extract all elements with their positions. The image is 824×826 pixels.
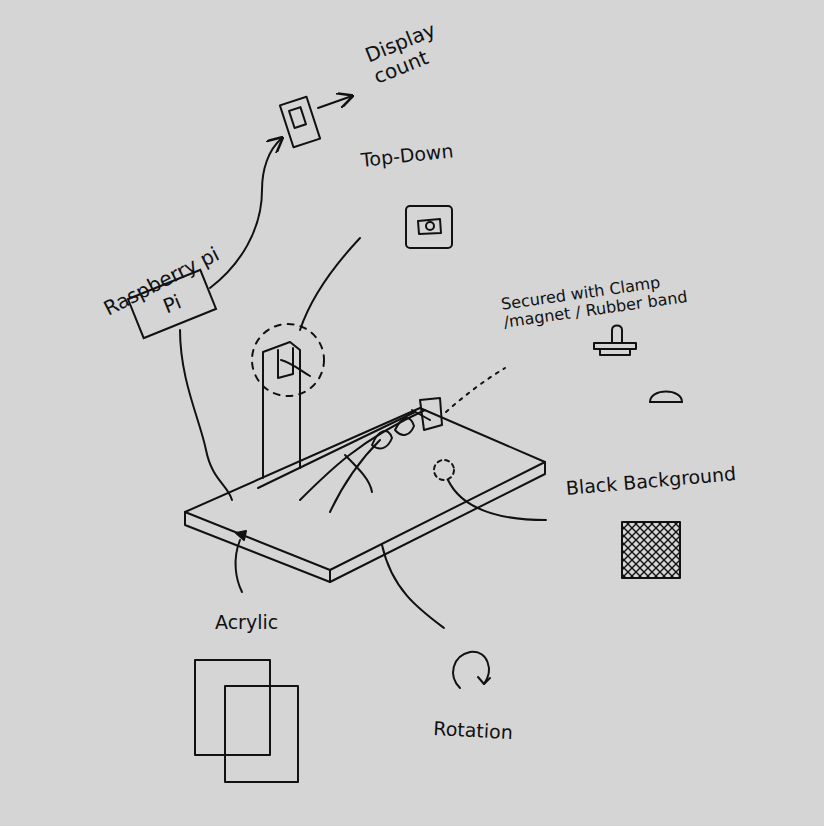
- node-label: Pi: [160, 290, 185, 319]
- wire: [210, 138, 282, 288]
- annotation-label: Rotation: [433, 718, 564, 747]
- display-arrow: [318, 96, 352, 108]
- leader-line: [382, 545, 444, 628]
- clamp-icon: [594, 326, 636, 356]
- plant-specimen: [258, 398, 442, 512]
- rotation-icon: [453, 652, 490, 688]
- leader-line: [448, 480, 546, 520]
- leader-line: [300, 238, 360, 330]
- annotation-label: Display count: [362, 12, 465, 89]
- leader-line: [236, 540, 242, 592]
- leader-line: [446, 368, 505, 412]
- acrylic-platform: [185, 408, 545, 582]
- annotation-label: Black Background: [565, 458, 796, 500]
- display-icon: [280, 97, 320, 147]
- camera-icon: [406, 206, 452, 248]
- annotation-label: Acrylic: [215, 612, 325, 634]
- spot-marker: [434, 460, 454, 480]
- wire: [180, 330, 232, 500]
- black-background-swatch: [622, 522, 680, 578]
- magnet-icon: [650, 392, 682, 403]
- acrylic-sheet-icon: [195, 660, 298, 782]
- annotation-label: Top-Down: [360, 136, 492, 171]
- annotation-label: Secured with Clamp /magnet / Rubber band: [500, 270, 693, 333]
- annotation-label: Raspberry pi: [100, 214, 280, 321]
